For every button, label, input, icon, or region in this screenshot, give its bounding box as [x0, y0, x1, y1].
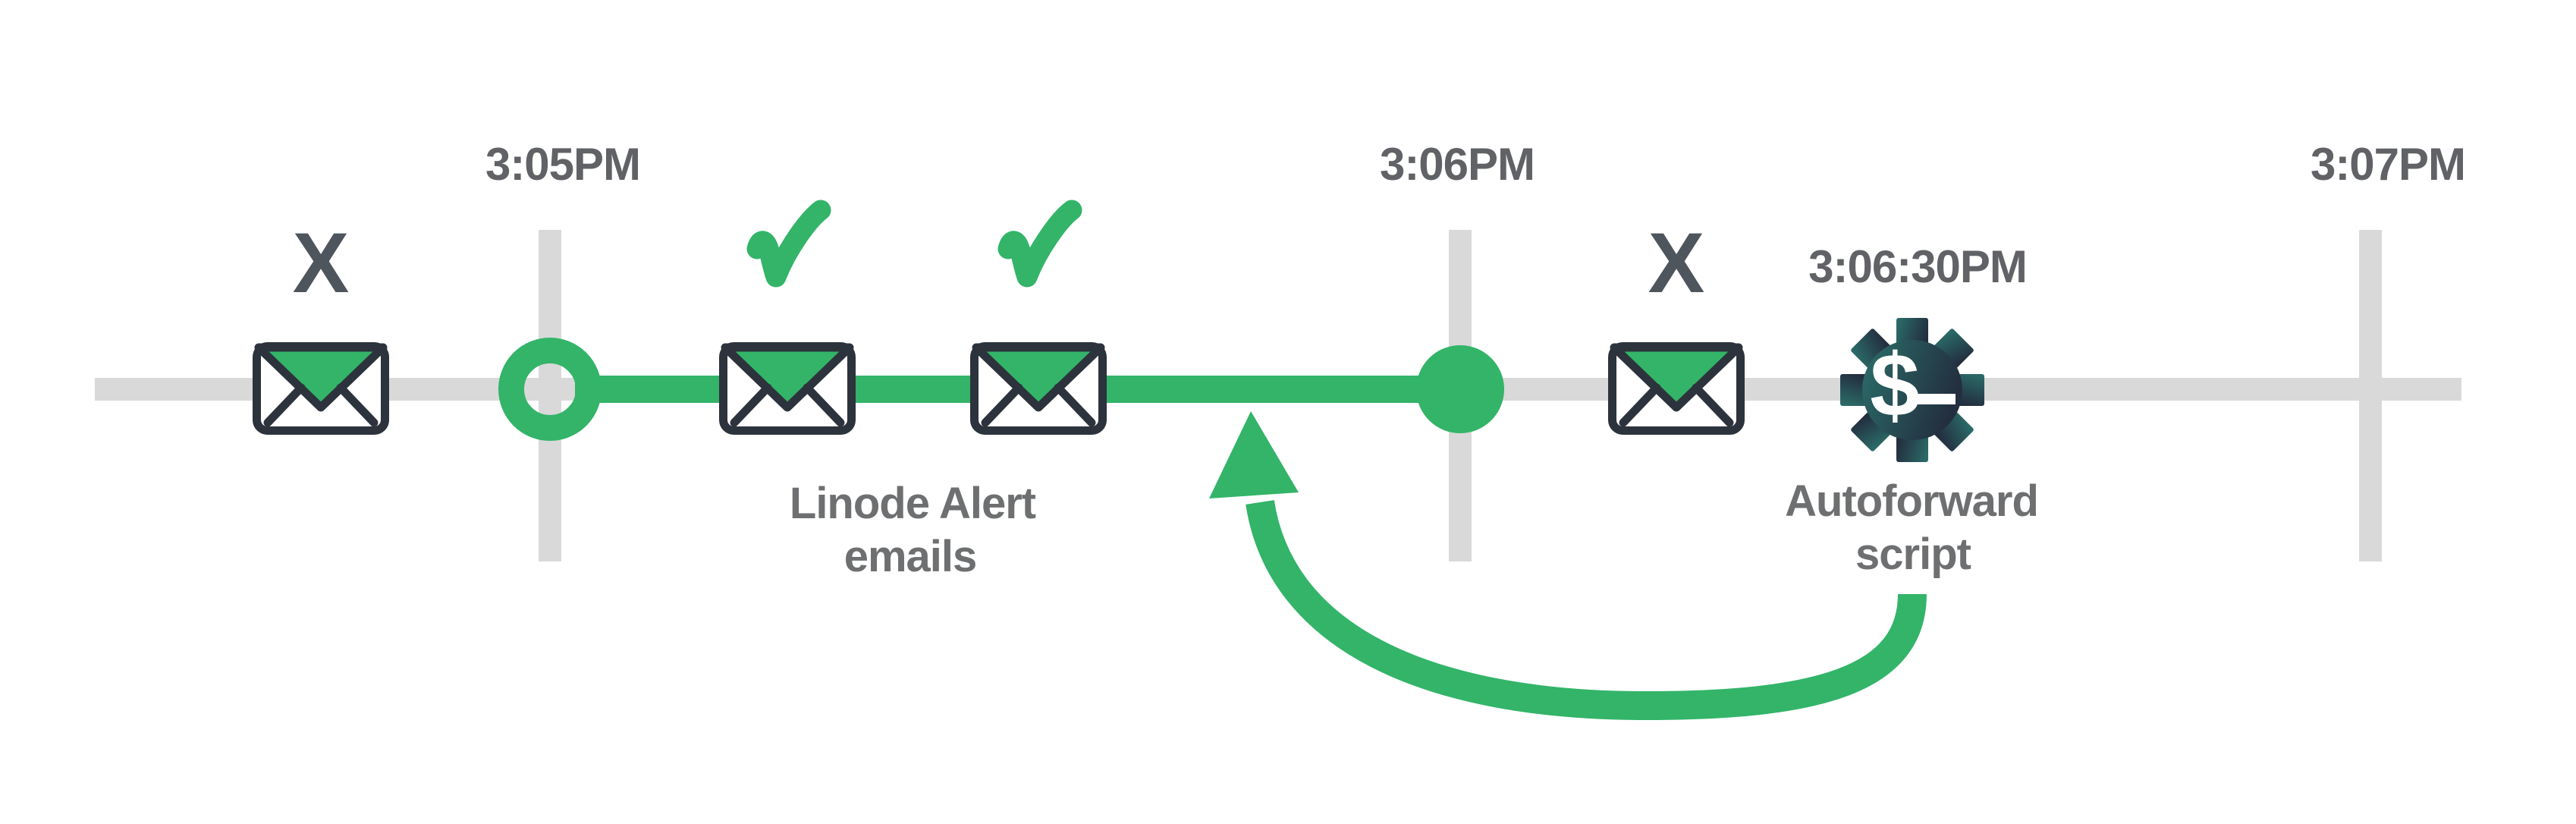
- tick-305pm: [539, 230, 561, 561]
- event-time-label: 3:06:30PM: [1808, 241, 2027, 292]
- tick-label-305pm: 3:05PM: [485, 139, 640, 190]
- checkmark-stroke: [746, 200, 831, 288]
- x-mark-icon-right: X: [1648, 215, 1705, 310]
- tick-label-306pm: 3:06PM: [1380, 139, 1535, 190]
- checkmark-stroke: [997, 200, 1082, 288]
- envelope-fold-lines: [730, 383, 845, 427]
- gear-body: [1840, 318, 1984, 462]
- curved-arrow-shaft: [1246, 499, 1927, 721]
- envelope-icon-delivered-1: [719, 342, 856, 435]
- caption-autoforward-line2: script: [1855, 530, 1971, 579]
- envelope-fold-lines: [263, 383, 379, 427]
- envelope-fold-lines: [981, 383, 1096, 427]
- envelope-icon-delivered-2: [970, 342, 1107, 435]
- envelope-icon-blocked-left: [253, 342, 389, 435]
- prompt-underscore: [1918, 394, 1956, 404]
- x-mark-icon-left: X: [293, 215, 350, 310]
- curved-arrow-head: [1209, 411, 1299, 498]
- gear-dollar-prompt-icon: $: [1840, 318, 1984, 462]
- envelope-flap: [1610, 343, 1743, 412]
- ring-node: [498, 338, 602, 441]
- tick-307pm: [2359, 230, 2382, 561]
- envelope-fold-lines: [1619, 383, 1734, 427]
- caption-autoforward-line1: Autoforward: [1785, 476, 2038, 526]
- curved-arrow-icon: [1209, 411, 1927, 721]
- checkmark-icon-1: [746, 200, 831, 288]
- dot-node: [1416, 345, 1504, 433]
- envelope-icon-blocked-right: [1608, 342, 1745, 435]
- dollar-glyph: $: [1870, 335, 1920, 436]
- caption-alert-emails-line1: Linode Alert: [790, 479, 1036, 528]
- envelope-flap: [721, 343, 854, 412]
- envelope-flap: [254, 343, 388, 412]
- envelope-flap: [972, 343, 1105, 412]
- tick-label-307pm: 3:07PM: [2311, 139, 2465, 190]
- caption-alert-emails-line2: emails: [844, 532, 977, 581]
- checkmark-icon-2: [997, 200, 1082, 288]
